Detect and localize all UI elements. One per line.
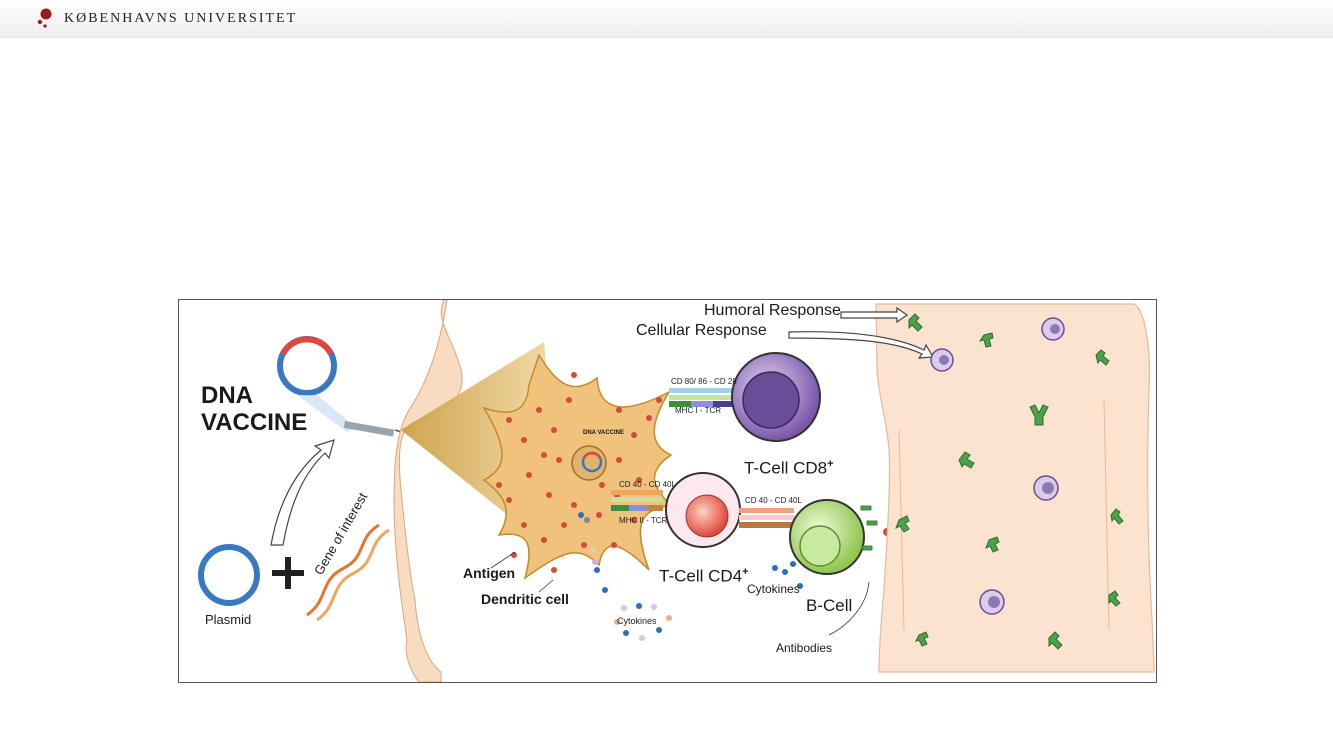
plasmid-label: Plasmid [205, 612, 252, 627]
cytokine-cluster [578, 512, 803, 641]
cytokines-label-dendritic: Cytokines [617, 616, 657, 626]
header-bar: KØBENHAVNS UNIVERSITET [0, 0, 1333, 38]
leader-lines [490, 551, 870, 636]
mhc1-label: MHC I - TCR [675, 406, 722, 415]
tcell-cd8-label: T-Cell CD8+ [744, 458, 834, 479]
diagram-canvas [198, 300, 1155, 682]
antigen-label: Antigen [463, 565, 516, 581]
antigen-dots [496, 372, 662, 573]
bcell-receptors [860, 505, 878, 551]
dna-vaccine-title: DNA VACCINE [201, 382, 321, 436]
university-name: KØBENHAVNS UNIVERSITET [64, 11, 298, 26]
tcell-cd4-text: T-Cell CD4 [659, 566, 743, 586]
university-crest-icon [37, 8, 52, 28]
plasmid-icon [198, 544, 260, 606]
cytokines-label-bcell: Cytokines [747, 582, 800, 596]
humoral-response-label: Humoral Response [704, 302, 841, 319]
cellular-response-label: Cellular Response [636, 322, 767, 339]
dendritic-cell-label: Dendritic cell [481, 591, 569, 607]
tcell-cd8-text: T-Cell CD8 [744, 458, 828, 478]
cd80-label: CD 80/ 86 - CD 28 [671, 377, 737, 386]
tcell-cd4-plus: + [742, 566, 749, 578]
dna-helix-icon [306, 523, 390, 622]
mhc2-label: MHC II - TCR [619, 516, 668, 525]
antibodies-label: Antibodies [776, 641, 833, 655]
memory-cells [930, 317, 1065, 615]
bcell-label: B-Cell [806, 596, 853, 615]
tcell-cd4-label: T-Cell CD4+ [659, 566, 749, 587]
tcell-cd8-plus: + [827, 458, 834, 470]
dna-vaccine-title-line2: VACCINE [201, 409, 308, 436]
arm-silhouette [393, 300, 463, 682]
plasmid-magnified [277, 336, 357, 432]
dna-vaccine-small-label: DNA VACCINE [583, 430, 625, 436]
assembly-arrow-icon [270, 439, 335, 546]
dendritic-cell [482, 353, 673, 580]
cd8-synapse [669, 388, 735, 407]
dna-vaccine-diagram: DNA VACCINE Plasmid Gene of interest Ant… [178, 299, 1157, 683]
syringe-icon [343, 421, 402, 437]
cd4-synapse [611, 490, 663, 511]
bcell-synapse [739, 508, 794, 528]
response-arrows [788, 306, 935, 359]
torso-silhouette [875, 303, 1155, 673]
cd40-label-bcell: CD 40 - CD 40L [745, 496, 802, 505]
dna-vaccine-title-line1: DNA [201, 382, 253, 409]
plus-icon [272, 557, 304, 589]
cd40-label-cd4: CD 40 - CD 40L [619, 480, 676, 489]
antibody-icons [895, 313, 1124, 650]
